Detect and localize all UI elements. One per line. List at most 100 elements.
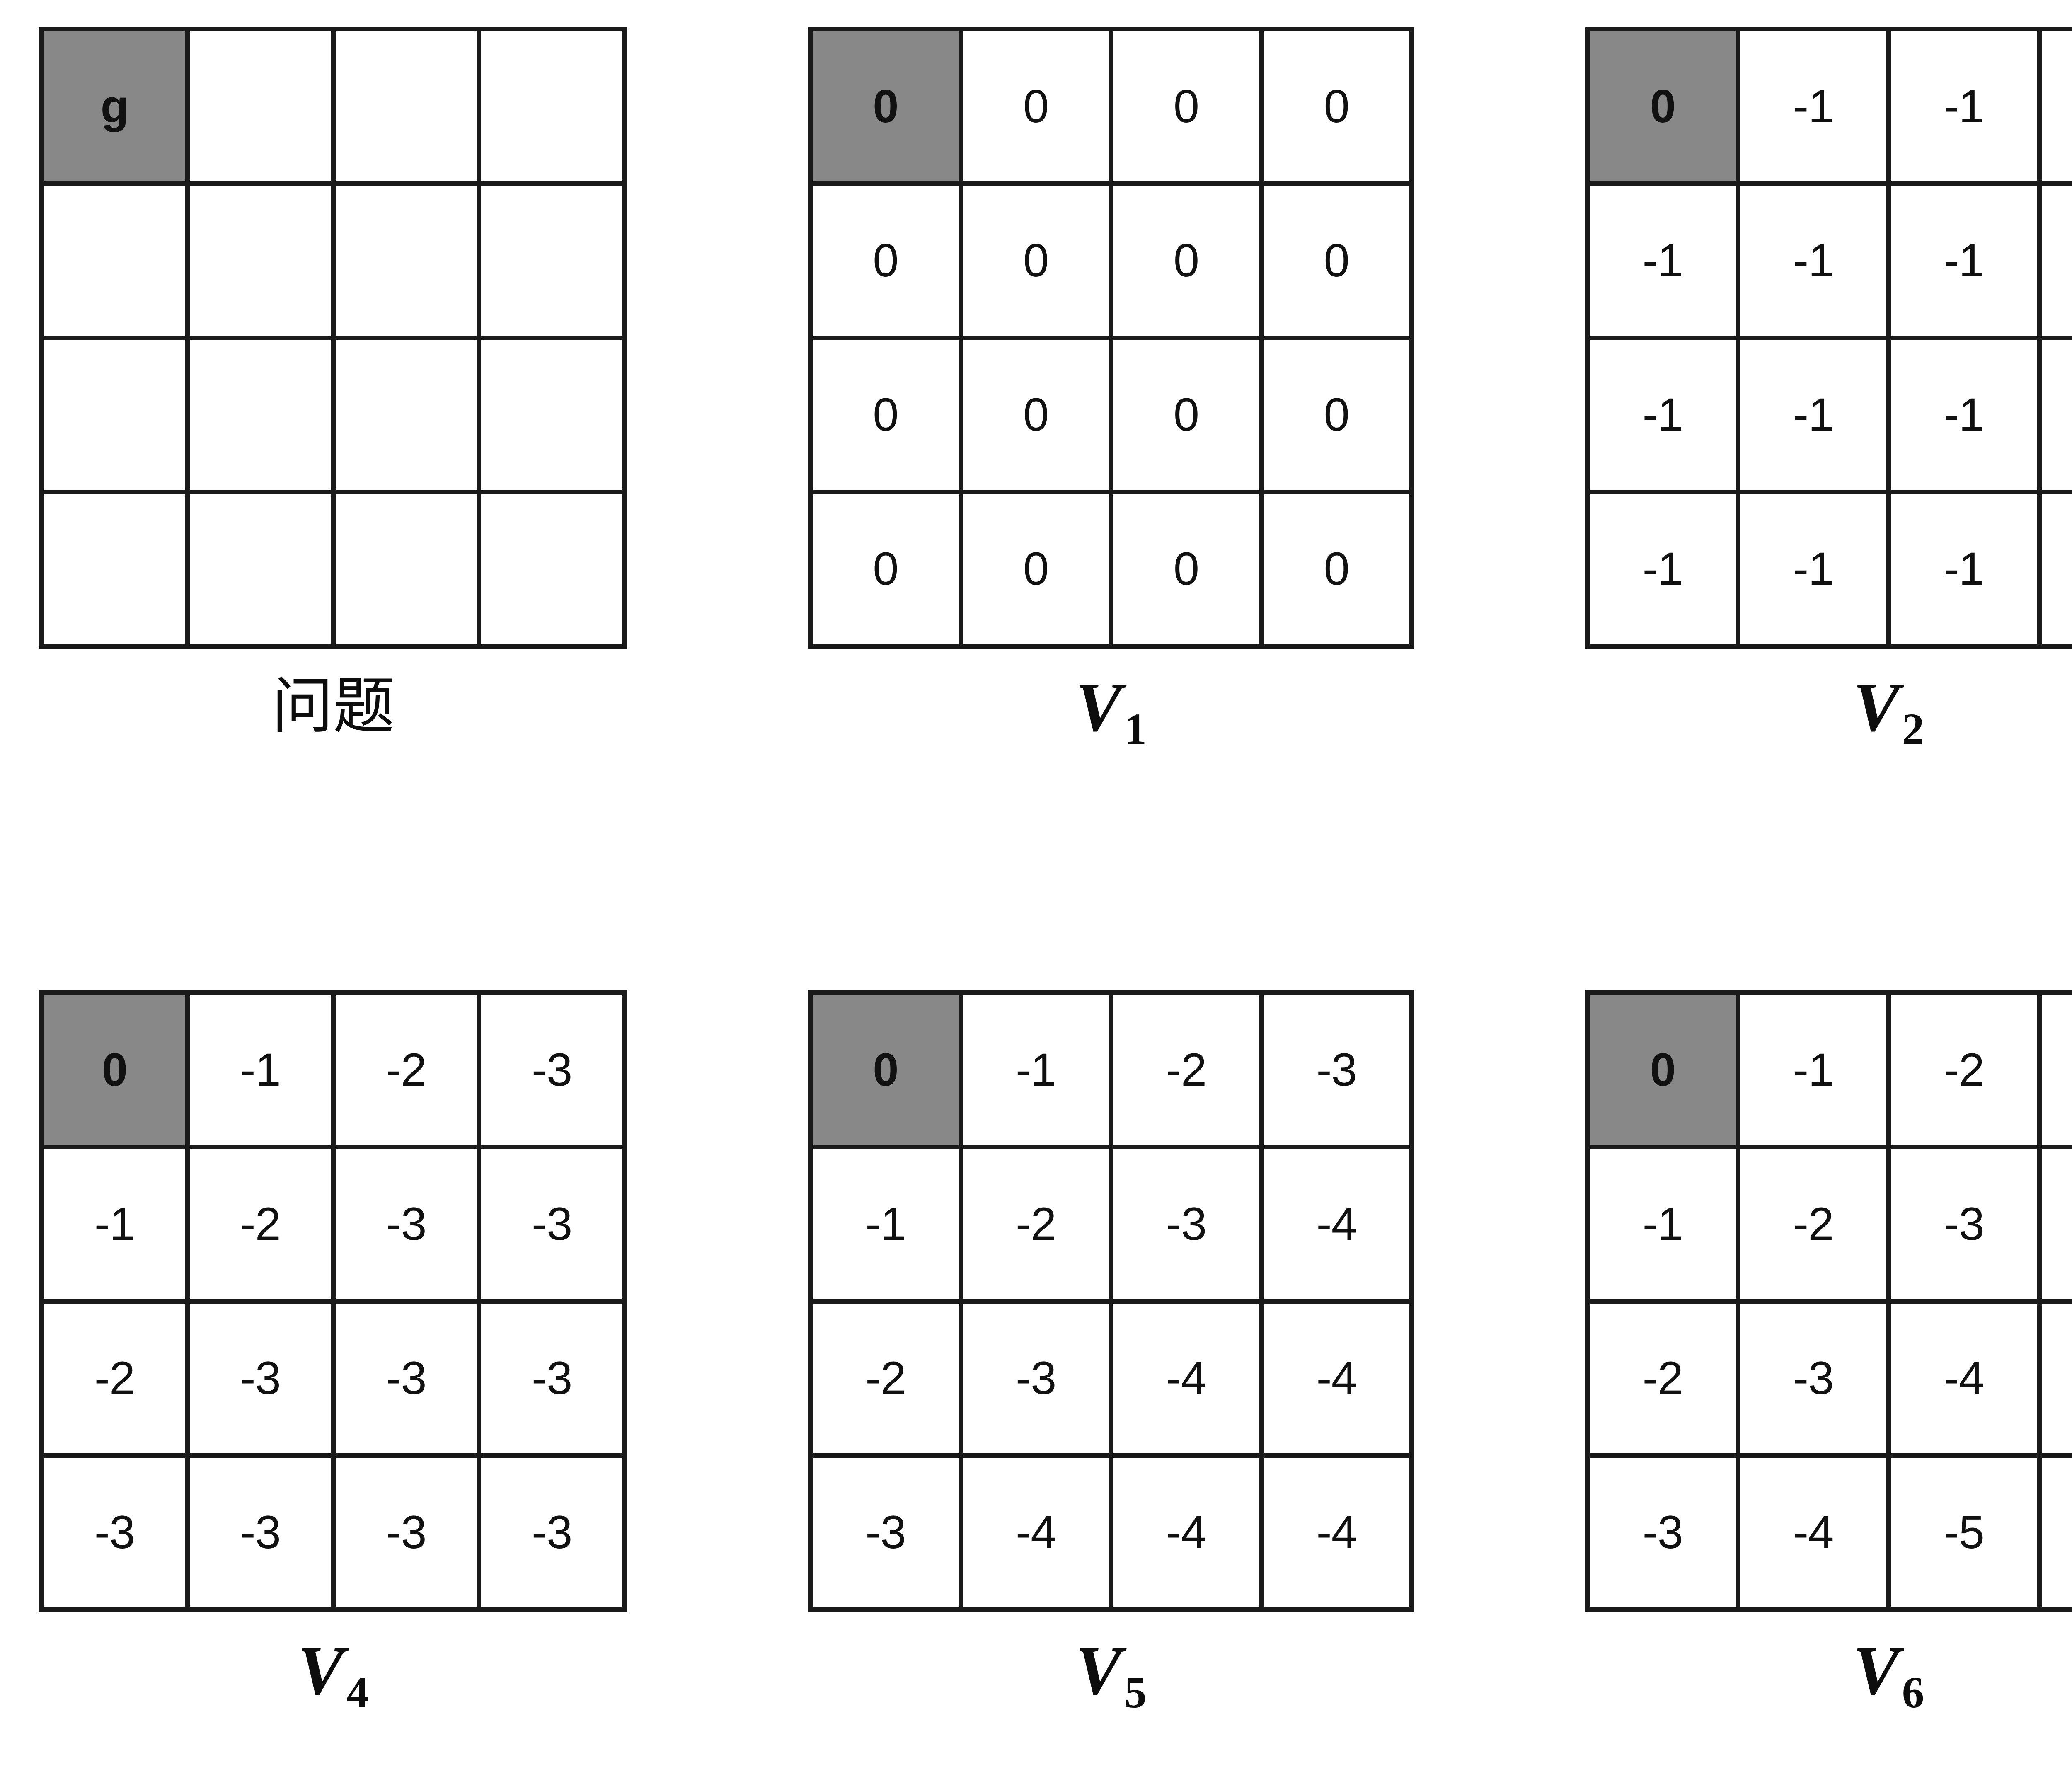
goal-cell-v4-r0c0: 0 [44,995,190,1150]
cell-value: -1 [1642,543,1683,595]
cell-value: 0 [1173,543,1199,595]
cell-value: -4 [1166,1352,1207,1404]
cell-value: -1 [1642,234,1683,286]
grid-cell-v1-r1c2: 0 [1113,186,1264,340]
cell-value: -5 [1944,1506,1985,1559]
cell-value: -1 [1793,1043,1834,1096]
grid-cell-v6-r3c1: -4 [1740,1457,1891,1612]
value-grid-v2: 0-1-1-1-1-1-1-1-1-1-1-1-1-1-1-1 [1585,27,2072,649]
grid-panel-v6: 0-1-2-3-1-2-3-4-2-3-4-5-3-4-5-5V6 [1585,990,2072,1740]
cell-value: g [100,80,129,132]
cell-value: -4 [1793,1506,1834,1559]
grid-cell-v4-r1c3: -3 [481,1149,627,1304]
cell-value: 0 [873,1043,898,1096]
grid-cell-v5-r3c1: -4 [963,1457,1113,1612]
goal-cell-v5-r0c0: 0 [813,995,963,1150]
grid-cell-v5-r2c1: -3 [963,1303,1113,1458]
grid-cell-v4-r3c1: -3 [189,1457,336,1612]
grid-cell-problem-r0c3 [481,31,627,186]
cell-value: -3 [1642,1506,1683,1559]
grid-cell-v1-r1c1: 0 [963,186,1113,340]
grid-cell-v2-r3c0: -1 [1590,494,1740,649]
caption-subscript: 5 [1124,1668,1147,1718]
cell-value: -1 [1944,80,1985,132]
grid-cell-problem-r3c3 [481,494,627,649]
grid-cell-v4-r3c3: -3 [481,1457,627,1612]
cell-value: -3 [865,1506,906,1559]
cell-value: -3 [531,1198,573,1250]
grid-cell-v6-r3c2: -5 [1891,1457,2042,1612]
grid-cell-v1-r2c3: 0 [1264,340,1414,494]
cell-value: 0 [1650,1043,1676,1096]
caption-base: V [1853,669,1900,746]
grid-cell-v2-r1c2: -1 [1891,186,2042,340]
grid-cell-v2-r2c3: -1 [2041,340,2072,494]
cell-value: -1 [1793,80,1834,132]
cell-value: 0 [873,543,898,595]
grid-cell-v6-r2c1: -3 [1740,1303,1891,1458]
cell-value: -2 [1944,1043,1985,1096]
grid-cell-v1-r3c0: 0 [813,494,963,649]
grid-cell-problem-r3c1 [189,494,336,649]
cell-value: -2 [1166,1043,1207,1096]
cell-value: -1 [1793,543,1834,595]
grid-cell-problem-r1c0 [44,186,190,340]
grid-cell-v6-r2c0: -2 [1590,1303,1740,1458]
goal-cell-problem-r0c0: g [44,31,190,186]
cell-value: 0 [873,80,898,132]
grid-cell-v6-r1c0: -1 [1590,1149,1740,1304]
grid-cell-v6-r3c3: -5 [2041,1457,2072,1612]
cell-value: -1 [240,1043,281,1096]
cell-value: -1 [94,1198,136,1250]
grid-cell-problem-r1c3 [481,186,627,340]
cell-value: -1 [1944,543,1985,595]
grid-cell-v1-r2c2: 0 [1113,340,1264,494]
grid-cell-v4-r0c2: -2 [335,995,482,1150]
grid-cell-v1-r3c2: 0 [1113,494,1264,649]
grid-cell-v4-r2c2: -3 [335,1303,482,1458]
cell-value: 0 [1023,543,1049,595]
grid-cell-v6-r1c2: -3 [1891,1149,2042,1304]
grid-cell-v6-r0c2: -2 [1891,995,2042,1150]
grid-cell-v1-r3c1: 0 [963,494,1113,649]
caption-subscript: 4 [346,1668,369,1718]
caption-base: V [1853,1632,1900,1709]
cell-value: -3 [386,1506,427,1559]
cell-value: -1 [1642,389,1683,441]
grid-cell-v1-r0c3: 0 [1264,31,1414,186]
cell-value: 0 [1173,234,1199,286]
goal-cell-v1-r0c0: 0 [813,31,963,186]
grid-cell-v4-r1c0: -1 [44,1149,190,1304]
cell-value: -3 [531,1043,573,1096]
cell-value: -3 [1793,1352,1834,1404]
grid-cell-v4-r2c0: -2 [44,1303,190,1458]
grid-cell-v4-r0c1: -1 [189,995,336,1150]
value-grid-v5: 0-1-2-3-1-2-3-4-2-3-4-4-3-4-4-4 [808,990,1414,1612]
grid-cell-v4-r1c2: -3 [335,1149,482,1304]
cell-value: -3 [1015,1352,1057,1404]
grid-cell-v2-r1c0: -1 [1590,186,1740,340]
grid-cell-problem-r1c1 [189,186,336,340]
cell-value: -1 [1944,389,1985,441]
cell-value: -2 [1642,1352,1683,1404]
cell-value: 0 [1324,543,1349,595]
cell-value: 0 [1650,80,1676,132]
grid-cell-v4-r3c0: -3 [44,1457,190,1612]
cell-value: -1 [1015,1043,1057,1096]
cell-value: 0 [1023,234,1049,286]
cell-value: -3 [386,1198,427,1250]
grid-cell-v5-r1c2: -3 [1113,1149,1264,1304]
grid-panel-v2: 0-1-1-1-1-1-1-1-1-1-1-1-1-1-1-1V2 [1585,27,2072,776]
cell-value: 0 [1023,80,1049,132]
cell-value: 0 [873,234,898,286]
grid-cell-v5-r3c0: -3 [813,1457,963,1612]
caption-base: V [1075,669,1122,746]
grid-cell-v2-r3c2: -1 [1891,494,2042,649]
cell-value: 0 [1324,389,1349,441]
grid-cell-v6-r3c0: -3 [1590,1457,1740,1612]
cell-value: -4 [1316,1352,1357,1404]
caption-subscript: 1 [1124,704,1147,754]
